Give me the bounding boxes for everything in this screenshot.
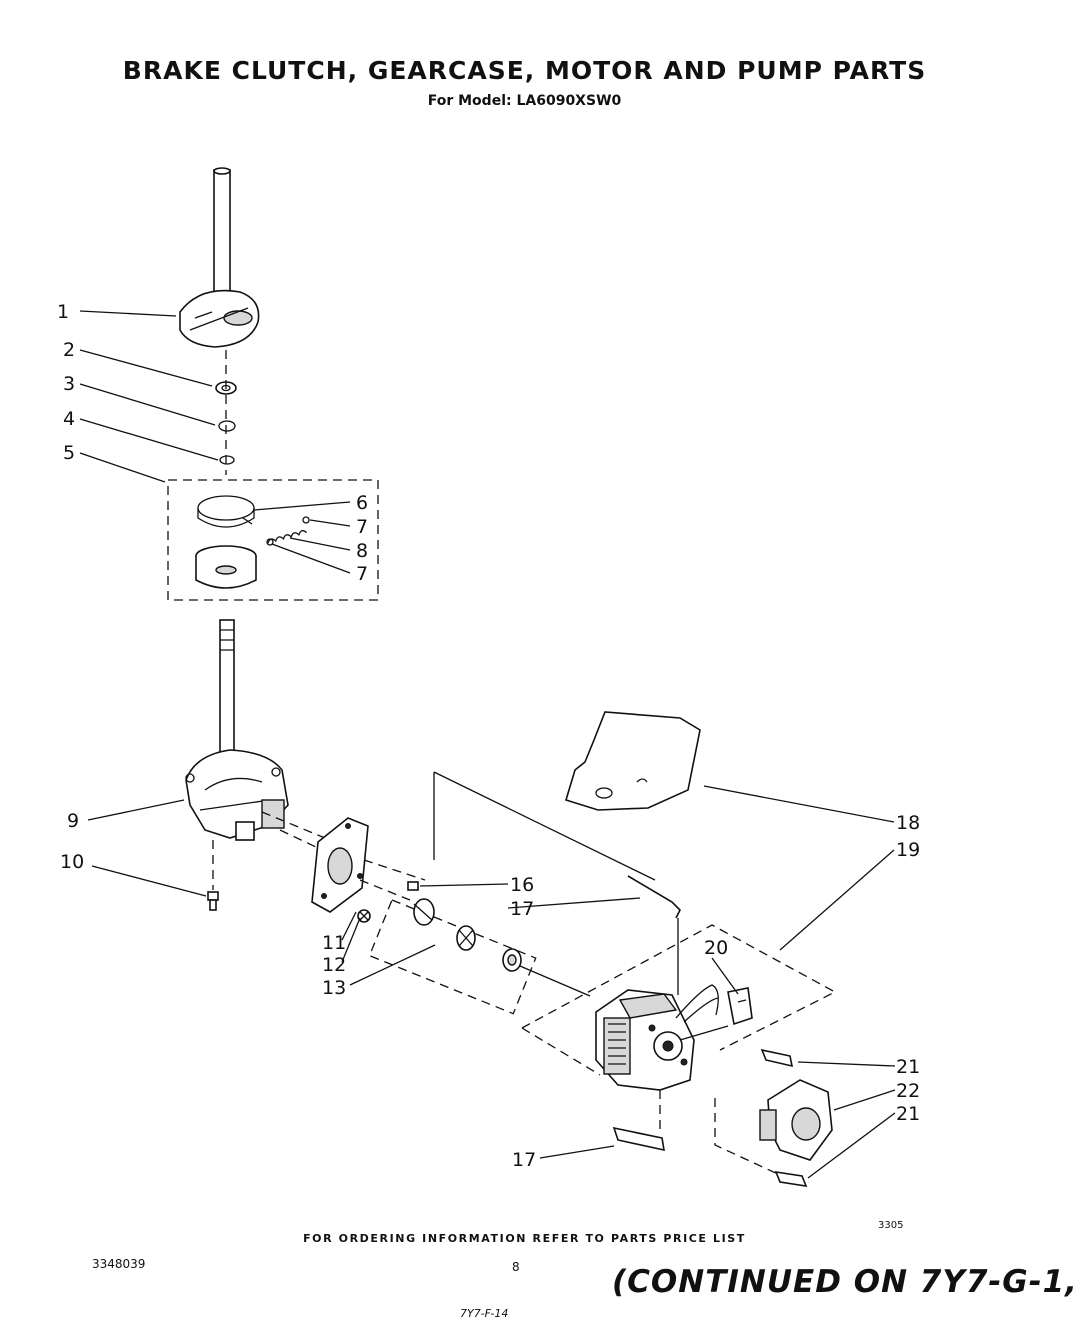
ordering-note: FOR ORDERING INFORMATION REFER TO PARTS …: [303, 1232, 746, 1245]
part-16-plug: [407, 881, 419, 891]
callout-8: 8: [356, 540, 368, 562]
motor: [595, 989, 729, 1091]
part-20-connector: [727, 987, 753, 1026]
continued-note: (CONTINUED ON 7Y7-G-1,: [612, 1264, 1078, 1300]
handwritten-code: 7Y7-F-14: [460, 1307, 509, 1320]
part-21-clip-upper: [760, 1048, 794, 1068]
parts-diagram-page: BRAKE CLUTCH, GEARCASE, MOTOR AND PUMP P…: [57, 56, 1077, 1320]
part-22-pump-housing: [759, 1079, 833, 1161]
exploded-view-diagram: 1 2 3 4 5 6 7 8 7 9 10 11 12 13 16 17 18…: [57, 167, 920, 1188]
part-10-screw: [207, 891, 219, 911]
callout-4: 4: [63, 408, 75, 430]
part-11-mounting-plate: [311, 817, 369, 913]
callout-12: 12: [322, 954, 346, 976]
callout-7-upper: 7: [356, 516, 368, 538]
part-6-brake-band: [197, 495, 255, 528]
figure-code: 3305: [878, 1220, 904, 1231]
callout-21-upper: 21: [896, 1056, 920, 1078]
callout-9: 9: [67, 810, 79, 832]
part-1-brake-cam: [179, 289, 260, 348]
callout-17-lower: 17: [512, 1149, 536, 1171]
callout-22: 22: [896, 1080, 920, 1102]
pump-cover: [502, 948, 522, 972]
pump-body: [413, 898, 435, 926]
callout-20: 20: [704, 937, 728, 959]
callout-16: 16: [510, 874, 534, 896]
part-5-brake-assembly-box: [167, 479, 379, 601]
callout-19: 19: [896, 839, 920, 861]
part-18-shield: [565, 711, 701, 811]
page-number: 8: [512, 1260, 520, 1274]
part-21-clip-lower: [774, 1170, 808, 1188]
callout-18: 18: [896, 812, 920, 834]
callout-11: 11: [322, 932, 346, 954]
part-4-ring: [219, 455, 235, 465]
page-title: BRAKE CLUTCH, GEARCASE, MOTOR AND PUMP P…: [122, 56, 927, 85]
part-8-spring: [266, 516, 310, 546]
document-number: 3348039: [92, 1257, 146, 1271]
callout-3: 3: [63, 373, 75, 395]
callout-5: 5: [63, 442, 75, 464]
leader-lines: [79, 310, 896, 1179]
drive-shaft-top: [213, 167, 231, 321]
pump-impeller: [456, 925, 476, 951]
callout-6: 6: [356, 492, 368, 514]
callout-21-lower: 21: [896, 1103, 920, 1125]
callout-7-lower: 7: [356, 563, 368, 585]
part-3-retaining-ring: [218, 420, 236, 432]
model-subtitle: For Model: LA6090XSW0: [427, 93, 622, 109]
part-12-fitting: [357, 909, 371, 923]
callout-2: 2: [63, 339, 75, 361]
brake-drum: [195, 545, 257, 589]
part-19-motor-box: [521, 924, 837, 1051]
callout-17-upper: 17: [510, 898, 534, 920]
callout-10: 10: [60, 851, 84, 873]
part-17-hose-lower: [612, 1126, 665, 1152]
callout-1: 1: [57, 301, 69, 323]
part-9-gearcase: [185, 749, 289, 841]
callout-13: 13: [322, 977, 346, 999]
gearcase-shaft: [219, 619, 235, 761]
